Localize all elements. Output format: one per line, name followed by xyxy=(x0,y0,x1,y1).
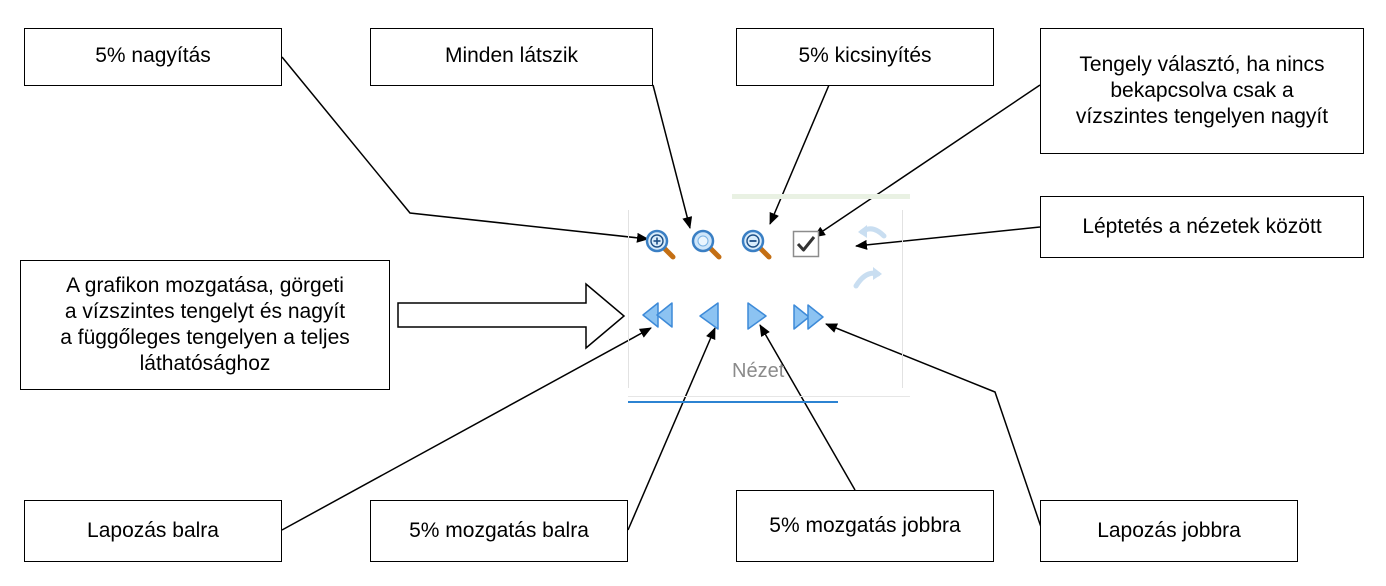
redo-arrow-icon[interactable] xyxy=(852,266,884,290)
double-left-arrow-icon[interactable] xyxy=(640,300,676,330)
ribbon-group-underline xyxy=(628,401,838,403)
connector-page-left xyxy=(281,327,652,531)
axis-selector-checkbox[interactable] xyxy=(792,230,820,258)
connector-page-right xyxy=(825,323,1043,531)
callout-move-left: 5% mozgatás balra xyxy=(370,500,628,562)
connector-move-left xyxy=(627,327,716,531)
callout-fit-all: Minden látszik xyxy=(370,28,653,86)
block-arrow-pan xyxy=(397,282,626,350)
ribbon-group-label: Nézet xyxy=(732,360,785,382)
connector-axis-selector xyxy=(813,84,1041,238)
zoom-out-icon[interactable] xyxy=(740,228,772,260)
connector-move-right xyxy=(759,324,856,491)
callout-zoom-out: 5% kicsinyítés xyxy=(736,28,994,86)
zoom-fit-icon[interactable] xyxy=(690,228,722,260)
connector-zoom-in xyxy=(281,56,649,243)
callout-pan-chart: A grafikon mozgatása, görgeti a vízszint… xyxy=(20,260,390,390)
undo-arrow-icon[interactable] xyxy=(856,222,888,244)
callout-page-right: Lapozás jobbra xyxy=(1040,500,1298,562)
right-arrow-icon[interactable] xyxy=(744,300,770,332)
double-right-arrow-icon[interactable] xyxy=(790,302,826,332)
connector-view-step xyxy=(855,226,1041,250)
callout-view-step: Léptetés a nézetek között xyxy=(1040,196,1364,258)
callout-axis-selector: Tengely választó, ha nincs bekapcsolva c… xyxy=(1040,28,1364,154)
callout-page-left: Lapozás balra xyxy=(24,500,282,562)
callout-zoom-in: 5% nagyítás xyxy=(24,28,282,86)
ribbon-bottom-border xyxy=(628,396,910,397)
connector-fit-all xyxy=(652,84,693,229)
zoom-in-icon[interactable] xyxy=(644,228,676,260)
callout-move-right: 5% mozgatás jobbra xyxy=(736,490,994,562)
ribbon-top-accent xyxy=(732,194,910,199)
ribbon-right-border xyxy=(902,210,903,388)
ribbon-left-border xyxy=(628,210,629,388)
left-arrow-icon[interactable] xyxy=(696,300,722,332)
connector-zoom-out xyxy=(769,84,830,225)
